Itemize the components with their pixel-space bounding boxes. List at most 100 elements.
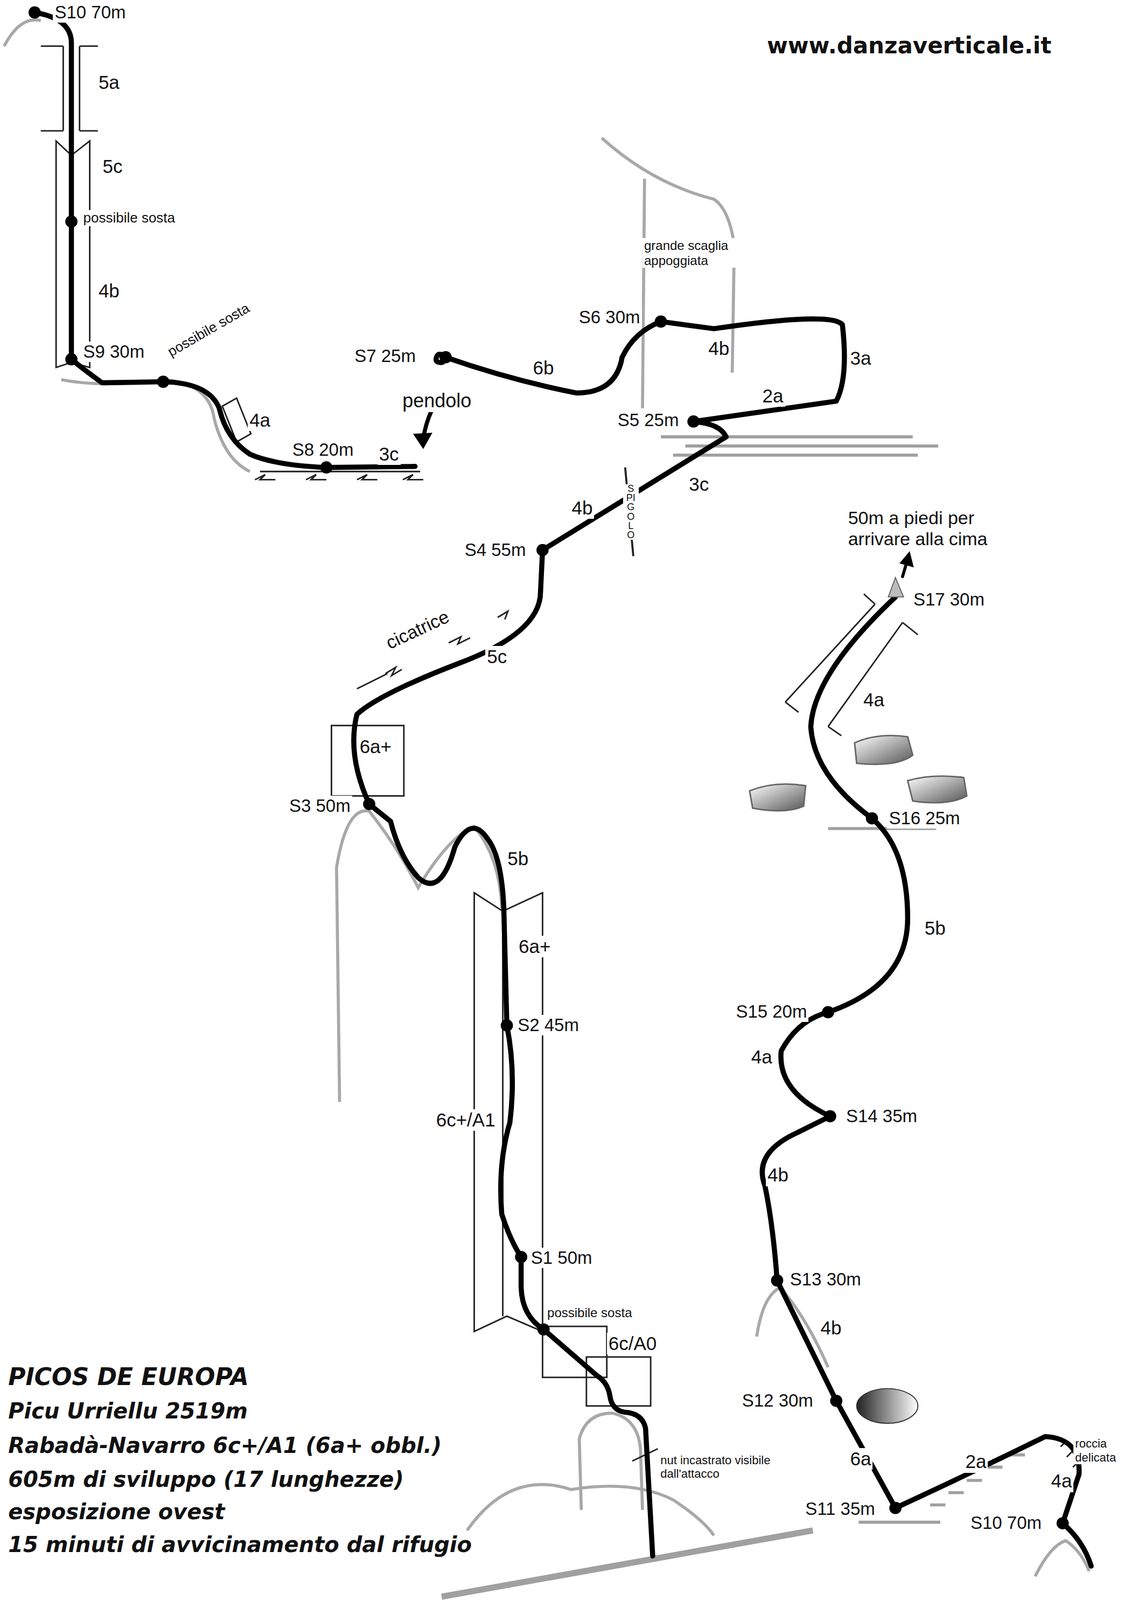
pitch-grade: 3a: [848, 347, 873, 369]
belay-dot: [537, 1322, 550, 1336]
route-note: SPIGOLO: [623, 484, 639, 540]
belay-station: S14 35m: [844, 1105, 919, 1127]
crux-box: [222, 398, 251, 442]
pitch-grade: 6a+: [517, 935, 553, 958]
route-info: esposizione ovest: [8, 1498, 225, 1524]
pitch-grade: 4a: [861, 688, 886, 711]
belay-dot: [28, 6, 41, 19]
pitch-grade: 6c/A0: [606, 1332, 659, 1354]
pitch-grade: 3c: [377, 443, 401, 465]
route-note: grande scaglia appoggiata: [642, 238, 743, 268]
ground-line: [441, 1530, 813, 1597]
belay-dot: [829, 1394, 843, 1407]
belay-station: S5 25m: [616, 409, 681, 431]
rock-outline: [466, 1484, 714, 1536]
route-note: pendolo: [400, 389, 473, 412]
arrow-head: [899, 550, 914, 568]
pitch-grade: 6a+: [358, 735, 394, 758]
pitch-grade: 4b: [706, 337, 731, 360]
arrow-head: [413, 432, 433, 449]
boulder: [749, 783, 806, 811]
belay-dot: [889, 1501, 902, 1514]
belay-station: S9 30m: [81, 341, 146, 362]
belay-dot: [65, 353, 78, 366]
route-note: possibile sosta: [81, 210, 177, 227]
belay-station: S17 30m: [911, 589, 987, 610]
route-note: cicatrice: [381, 605, 455, 655]
route-note: roccia delicata: [1073, 1436, 1128, 1464]
ledge: [858, 1520, 940, 1524]
pitch-grade: 4b: [96, 280, 122, 302]
rock-outline: [4, 19, 41, 47]
traverse-ledge: [254, 471, 423, 480]
belay-station: S7 25m: [352, 345, 418, 367]
belay-dot: [687, 415, 700, 428]
belay-station: S1 50m: [529, 1247, 595, 1268]
pitch-grade: 4b: [819, 1316, 844, 1339]
belay-dot: [320, 461, 333, 474]
flake-outline: [642, 178, 645, 409]
pitch-grade: 5c: [485, 645, 509, 668]
belay-station: S3 50m: [287, 795, 353, 816]
ledge: [685, 444, 939, 448]
belay-dot: [654, 315, 668, 328]
rock-outline: [61, 379, 250, 472]
belay-station: S8 20m: [290, 439, 356, 460]
pitch-grade: 5b: [923, 917, 948, 939]
ledge: [660, 435, 913, 439]
pitch-grade: 4a: [247, 409, 272, 431]
website-url: www.danzaverticale.it: [766, 32, 1052, 59]
belay-dot: [866, 812, 879, 825]
belay-dot: [439, 351, 452, 364]
belay-dot: [514, 1250, 528, 1263]
crux-box: [331, 725, 404, 797]
belay-station: S13 30m: [788, 1268, 863, 1290]
belay-dot: [824, 1109, 837, 1123]
belay-dot: [536, 543, 549, 557]
belay-station: S16 25m: [887, 807, 962, 829]
belay-station: S10 70m: [52, 2, 128, 23]
route-info: Rabadà-Navarro 6c+/A1 (6a+ obbl.): [8, 1432, 442, 1458]
pitch-grade: 6c+/A1: [434, 1108, 498, 1131]
route-line: [762, 596, 1092, 1566]
route-note: nut incastrato visibile dall'attacco: [658, 1453, 777, 1481]
boulder: [907, 776, 967, 803]
route-info: 15 minuti di avvicinamento dal rifugio: [8, 1531, 472, 1557]
belay-station: S2 45m: [515, 1014, 581, 1036]
route-note: possibile sosta: [545, 1304, 634, 1321]
chimney-bracket: [785, 593, 918, 736]
route-note: possibile sosta: [163, 299, 254, 361]
route-info: 605m di sviluppo (17 lunghezze): [8, 1466, 404, 1492]
route-line: [34, 12, 415, 468]
pitch-grade: 5a: [96, 71, 122, 94]
pitch-grade: 4b: [765, 1163, 791, 1186]
crux-box: [586, 1356, 651, 1406]
pitch-grade: 2a: [963, 1450, 988, 1472]
ledge: [673, 453, 918, 457]
belay-dot: [157, 375, 170, 388]
pitch-grade: 4b: [570, 497, 595, 519]
belay-dot: [362, 797, 376, 811]
title: PICOS DE EUROPA: [8, 1363, 249, 1391]
belay-dot: [500, 1018, 514, 1032]
route-line: [353, 318, 845, 1556]
pitch-grade: 6b: [531, 357, 556, 379]
pitch-grade: 6a: [848, 1447, 873, 1470]
pitch-grade: 5b: [505, 847, 530, 870]
pitch-grade: 5c: [100, 155, 124, 178]
summit-marker: [888, 577, 904, 597]
belay-station: S11 35m: [803, 1498, 877, 1519]
rock-outline: [756, 1287, 829, 1367]
belay-station: S6 30m: [577, 306, 642, 328]
route-note: 50m a piedi per arrivare alla cima: [846, 507, 1024, 550]
rock-outline: [336, 810, 502, 1102]
pitch-grade: 4a: [1049, 1469, 1074, 1492]
belay-dot: [821, 1006, 835, 1019]
belay-station: S15 20m: [734, 1001, 809, 1022]
belay-dot: [65, 215, 78, 228]
belay-station: S4 55m: [463, 539, 528, 561]
belay-station: S10 70m: [968, 1512, 1044, 1533]
pitch-grade: 3c: [687, 473, 711, 495]
route-info: Picu Urriellu 2519m: [8, 1398, 248, 1423]
